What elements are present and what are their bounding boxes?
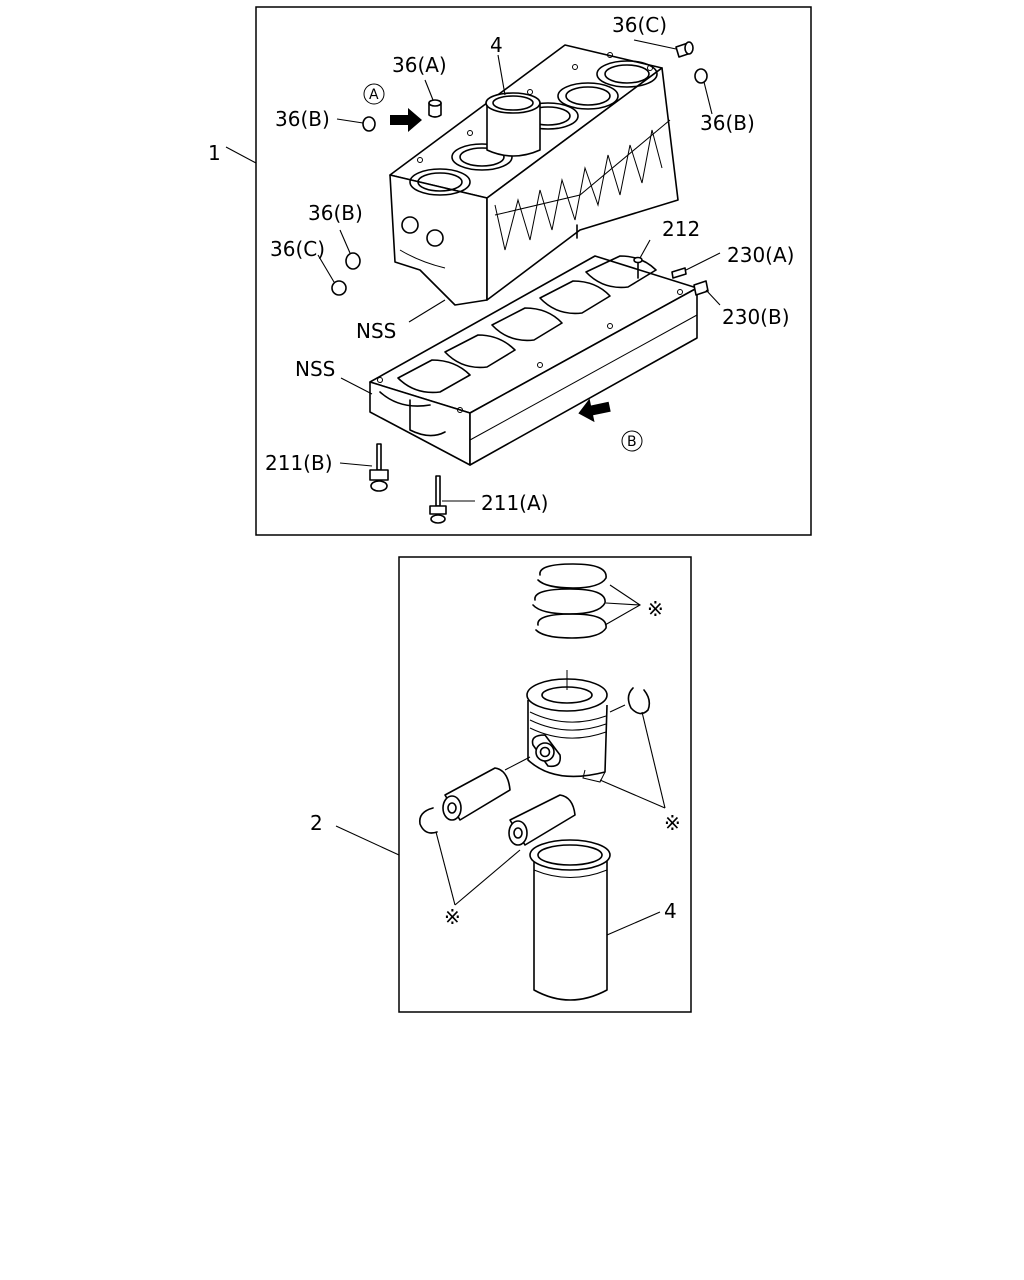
- callout-1: 1: [208, 141, 221, 165]
- callout-36a: 36(A): [392, 53, 447, 77]
- snap-rings: [418, 687, 651, 834]
- cylinder-liner: [529, 839, 611, 1001]
- asterisk-snap-ring-right: ※: [664, 811, 681, 835]
- asterisk-rings: ※: [647, 597, 664, 621]
- callout-nss-upper: NSS: [356, 319, 396, 343]
- view-marker-a: A: [369, 87, 379, 103]
- view-marker-b-circle: [621, 430, 643, 452]
- callout-2: 2: [310, 811, 323, 835]
- view-marker-b: B: [627, 434, 637, 450]
- upper-cylinder-block: [389, 44, 679, 306]
- piston-pins: [442, 767, 576, 846]
- piston-leader-lines: [335, 704, 666, 936]
- view-b-arrow: [578, 398, 611, 423]
- callout-36b-lower: 36(B): [308, 201, 363, 225]
- callout-211a: 211(A): [481, 491, 548, 515]
- view-marker-a-circle: [363, 83, 385, 105]
- cylinder-block-panel: 1 4 36(C) 36(A) 36(B) 36(B) 36(B) 36(C) …: [208, 6, 812, 536]
- view-a-arrow: [390, 108, 422, 132]
- callout-36b-left: 36(B): [275, 107, 330, 131]
- callout-36c-lower: 36(C): [270, 237, 325, 261]
- callout-230b: 230(B): [722, 305, 790, 329]
- piston-liner-panel: 2 4 ※ ※ ※: [310, 556, 692, 1013]
- callout-230a: 230(A): [727, 243, 794, 267]
- block-panel-frame: [255, 6, 812, 536]
- asterisk-pins-left: ※: [444, 905, 461, 929]
- callout-nss-lower: NSS: [295, 357, 335, 381]
- piston-rings: [532, 563, 642, 639]
- callout-212: 212: [662, 217, 700, 241]
- block-leader-lines: [225, 39, 721, 502]
- piston-panel-frame: [398, 556, 692, 1013]
- callout-4-liner-detail: 4: [664, 899, 677, 923]
- lower-crankcase: [369, 255, 698, 466]
- callout-4-liner: 4: [490, 33, 503, 57]
- piston: [526, 670, 608, 783]
- callout-211b: 211(B): [265, 451, 333, 475]
- callout-36c-top: 36(C): [612, 13, 667, 37]
- plugs-and-bolts: [331, 41, 709, 524]
- callout-36b-right: 36(B): [700, 111, 755, 135]
